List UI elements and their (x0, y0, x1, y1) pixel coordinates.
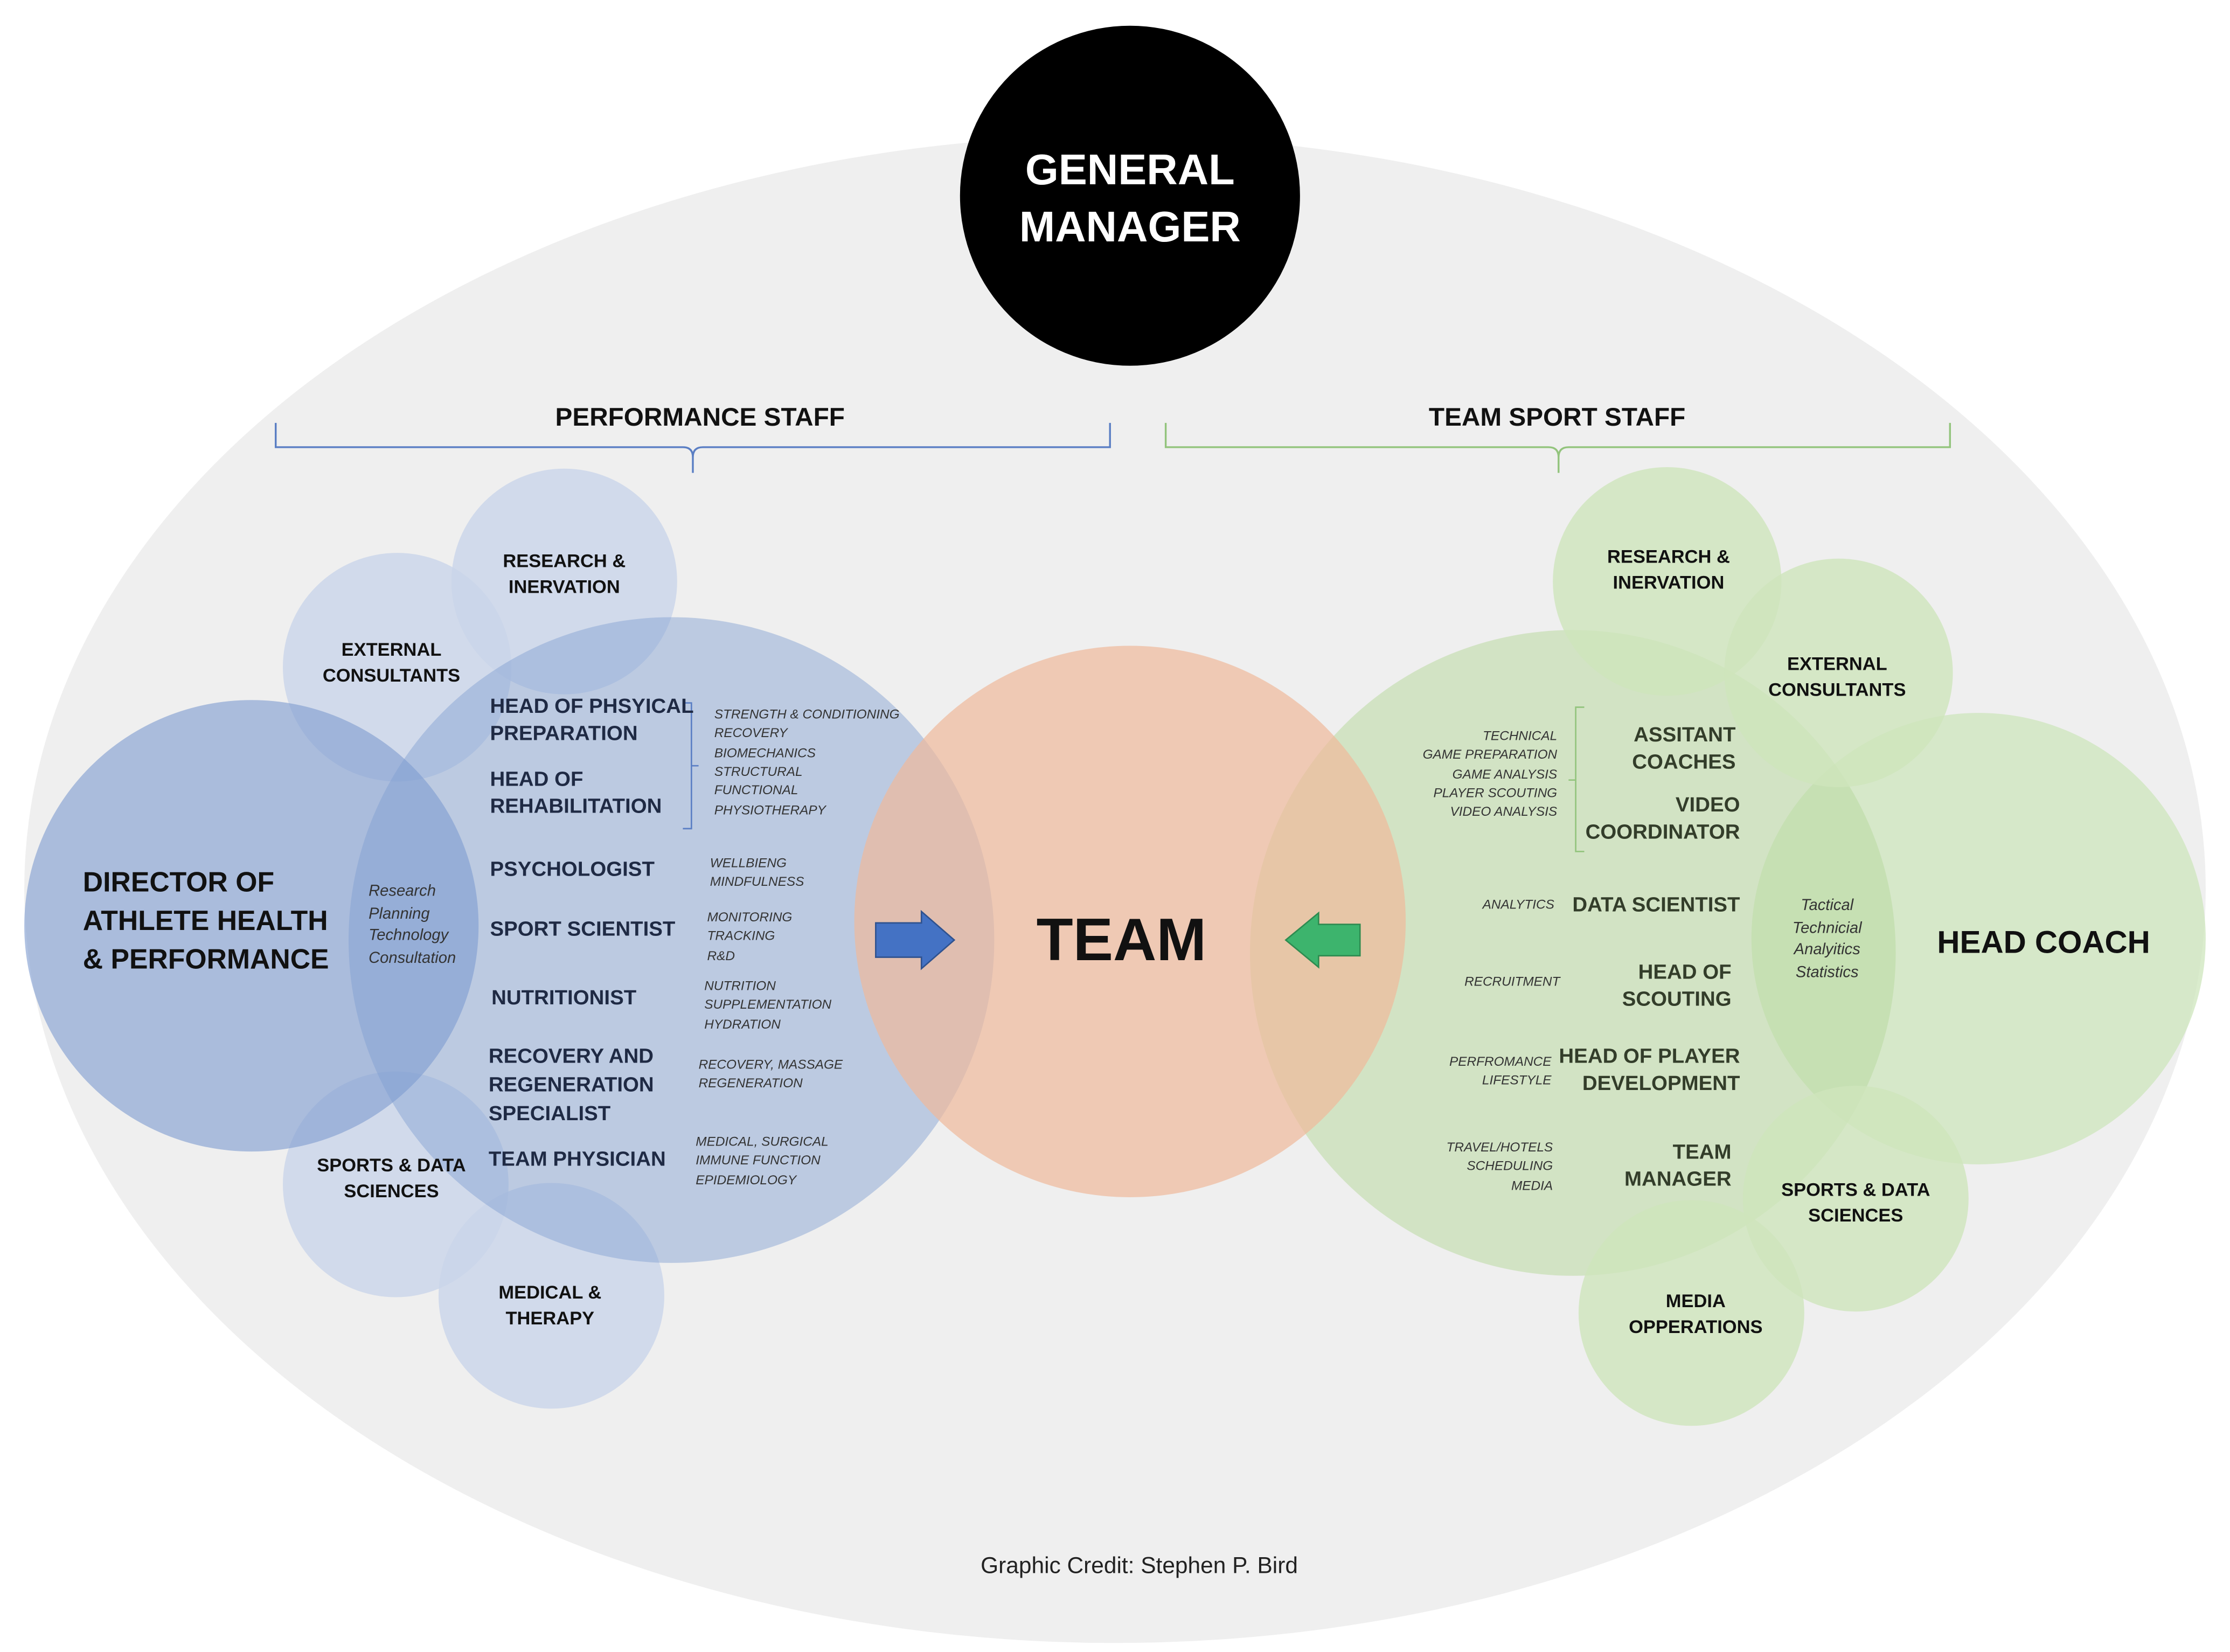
general-manager-label: GENERAL MANAGER (1019, 147, 1241, 252)
director-circle (24, 700, 479, 1152)
green-arrow-icon (1284, 911, 1361, 969)
physician-duties: MEDICAL, SURGICAL IMMUNE FUNCTION EPIDEM… (696, 1134, 829, 1187)
recovery-specialist-label: RECOVERY AND REGENERATION SPECIALIST (488, 1045, 654, 1126)
assistant-coaches-label: ASSITANT COACHES (1632, 724, 1736, 775)
general-manager-circle (960, 25, 1300, 366)
scouting-duties: RECRUITMENT (1464, 974, 1560, 989)
perf-medical-circle (439, 1183, 664, 1409)
ts-external-label: EXTERNAL CONSULTANTS (1768, 653, 1906, 700)
performance-staff-header: PERFORMANCE STAFF (555, 402, 845, 432)
player-dev-duties: PERFROMANCE LIFESTYLE (1449, 1054, 1552, 1088)
team-physician-label: TEAM PHYSICIAN (488, 1148, 666, 1172)
director-duties: Research Planning Technology Consultatio… (369, 883, 456, 967)
ts-sports-data-label: SPORTS & DATA SCIENCES (1781, 1178, 1930, 1225)
psychologist-label: PSYCHOLOGIST (490, 858, 655, 881)
ts-research-label: RESEARCH & INERVATION (1607, 545, 1730, 593)
perf-research-circle (451, 468, 677, 695)
physical-rehab-brace (683, 702, 699, 830)
perf-research-label: RESEARCH & INERVATION (503, 550, 626, 597)
team-manager-duties: TRAVEL/HOTELS SCHEDULING MEDIA (1446, 1140, 1553, 1193)
psychologist-duties: WELLBIENG MINDFULNESS (710, 856, 804, 890)
sport-scientist-duties: MONITORING TRACKING R&D (707, 910, 793, 963)
head-coach-label: HEAD COACH (1937, 924, 2150, 960)
video-coordinator-label: VIDEO COORDINATOR (1585, 794, 1740, 845)
data-scientist-label: DATA SCIENTIST (1572, 894, 1740, 918)
team-sport-bracket (1164, 422, 1951, 473)
team-label: TEAM (1036, 906, 1207, 973)
perf-medical-label: MEDICAL & THERAPY (498, 1281, 602, 1328)
head-player-dev-label: HEAD OF PLAYER DEVELOPMENT (1559, 1045, 1740, 1096)
nutritionist-duties: NUTRITION SUPPLEMENTATION HYDRATION (704, 978, 832, 1031)
perf-sports-data-label: SPORTS & DATA SCIENCES (317, 1154, 466, 1201)
head-physical-prep-label: HEAD OF PHSYICAL PREPARATION (490, 696, 694, 747)
performance-bracket (275, 422, 1111, 473)
nutritionist-label: NUTRITIONIST (491, 987, 637, 1010)
team-manager-label: TEAM MANAGER (1624, 1141, 1732, 1192)
director-label: DIRECTOR OF ATHLETE HEALTH & PERFORMANCE (82, 867, 329, 976)
head-rehab-label: HEAD OF REHABILITATION (490, 768, 662, 820)
physical-rehab-duties: STRENGTH & CONDITIONING RECOVERY BIOMECH… (714, 707, 900, 817)
graphic-credit: Graphic Credit: Stephen P. Bird (981, 1554, 1298, 1579)
ts-media-circle (1578, 1200, 1804, 1426)
head-coach-duties: Tactical Technicial Analyitics Statistic… (1792, 897, 1862, 982)
assistant-video-brace (1568, 706, 1585, 852)
head-of-scouting-label: HEAD OF SCOUTING (1622, 961, 1732, 1012)
blue-arrow-icon (875, 910, 956, 970)
data-scientist-duties: ANALYTICS (1482, 897, 1554, 912)
assistant-video-duties: TECHNICAL GAME PREPARATION GAME ANALYSIS… (1422, 728, 1558, 820)
team-sport-staff-header: TEAM SPORT STAFF (1428, 402, 1686, 432)
recovery-duties: RECOVERY, MASSAGE REGENERATION (698, 1057, 843, 1091)
sport-scientist-label: SPORT SCIENTIST (490, 918, 676, 942)
ts-external-circle (1724, 558, 1953, 787)
ts-media-label: MEDIA OPPERATIONS (1629, 1290, 1763, 1337)
perf-external-label: EXTERNAL CONSULTANTS (322, 638, 461, 685)
